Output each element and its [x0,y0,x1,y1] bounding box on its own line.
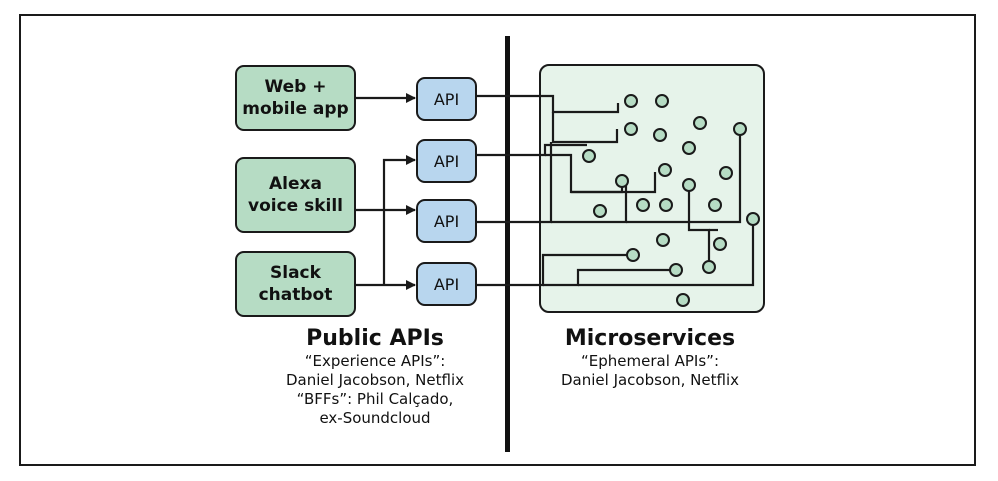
microservice-node [682,178,696,192]
microservice-nodes [582,94,760,307]
wire-api3-c [626,131,742,224]
wire-api2-b [545,153,624,194]
api-box-shared: API [416,139,477,183]
microservices-note-1: “Ephemeral APIs”: [580,352,719,370]
wire-api2-c [571,172,657,194]
microservice-node [676,293,690,307]
client-alexa-voice-skill: Alexa voice skill [235,157,356,233]
microservice-node [624,122,638,136]
microservices-panel [539,64,765,313]
api-box-alexa: API [416,199,477,243]
microservice-node [702,260,716,274]
microservice-node [746,212,760,226]
microservice-node [682,141,696,155]
wire-api4-b [543,268,670,287]
client-web-mobile-app: Web + mobile app [235,65,356,131]
microservice-node [655,94,669,108]
microservices-note-2: Daniel Jacobson, Netflix [560,371,739,389]
api-box-slack: API [416,262,477,306]
microservice-node [713,237,727,251]
microservices-heading: Microservices [564,326,736,351]
microservice-node [733,122,747,136]
figure-caption-fragment [19,468,919,481]
arrow-slack-branch-to-shared-api [382,155,416,285]
microservice-node [719,166,733,180]
microservice-node [593,204,607,218]
public-apis-note-3: “BFFs”: Phil Calçado, [296,390,454,408]
microservice-node [669,263,683,277]
microservice-node [693,116,707,130]
microservice-node [658,163,672,177]
microservice-node [656,233,670,247]
wire-api2-a [477,143,587,157]
microservice-node [582,149,596,163]
wire-node-b [687,187,711,263]
boundary-divider [505,36,510,452]
public-apis-note-2: Daniel Jacobson, Netflix [285,371,464,389]
microservice-node [636,198,650,212]
public-apis-heading: Public APIs [306,326,444,351]
wire-api1-a [477,94,620,114]
wire-api4-a [477,253,627,287]
microservice-node [653,128,667,142]
wire-api4-c [578,221,755,287]
microservice-node [708,198,722,212]
microservice-node [615,174,629,188]
microservice-node [626,248,640,262]
public-apis-note-1: “Experience APIs”: [304,352,446,370]
wire-api1-b [551,112,619,144]
figure-frame [19,14,976,466]
api-box-web: API [416,77,477,121]
microservice-node [624,94,638,108]
client-slack-chatbot: Slack chatbot [235,251,356,317]
microservice-node [659,198,673,212]
public-apis-note-4: ex-Soundcloud [319,409,431,427]
